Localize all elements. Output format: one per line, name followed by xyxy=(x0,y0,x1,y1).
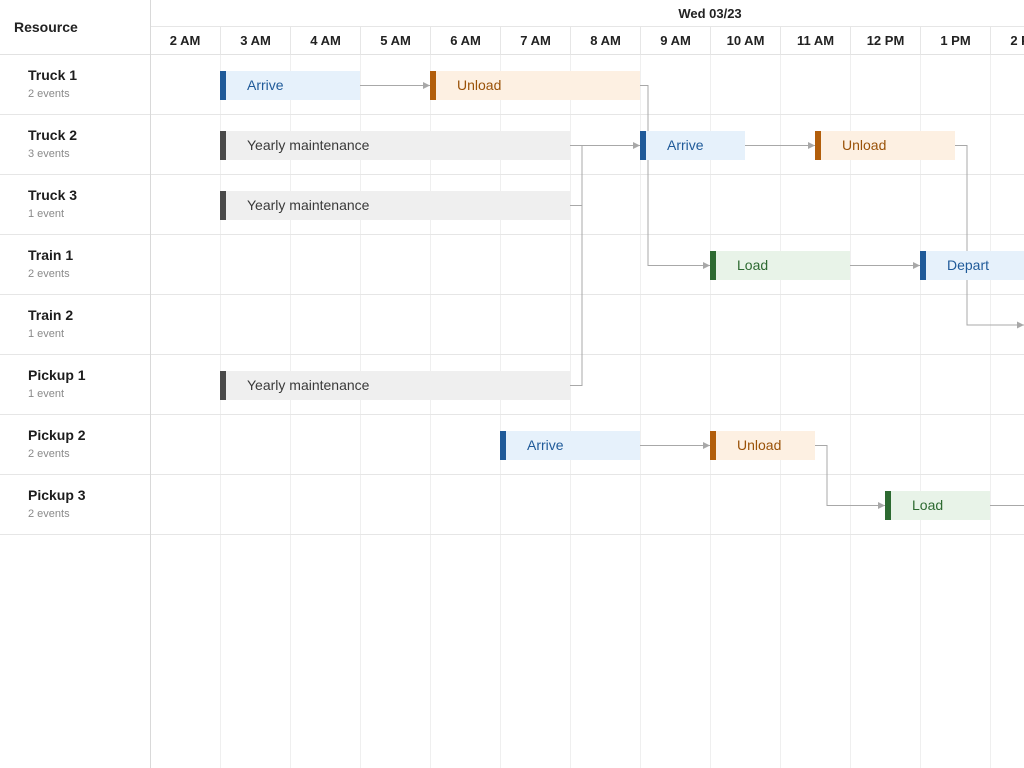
resource-row[interactable]: Truck 2 3 events xyxy=(0,115,150,175)
resource-name: Pickup 1 xyxy=(28,367,86,383)
resource-row[interactable]: Pickup 1 1 event xyxy=(0,355,150,415)
hour-gridline xyxy=(850,55,851,768)
resource-name: Truck 2 xyxy=(28,127,78,143)
resource-column-header[interactable]: Resource xyxy=(0,0,150,55)
hour-gridline xyxy=(920,55,921,768)
hour-label: 4 AM xyxy=(290,27,360,55)
hour-label: 8 AM xyxy=(570,27,640,55)
event-t2-unload[interactable]: Unload xyxy=(815,131,955,160)
row-gridline xyxy=(150,534,1024,535)
hour-gridline xyxy=(500,55,501,768)
hour-gridline xyxy=(990,55,991,768)
event-t1-arrive[interactable]: Arrive xyxy=(220,71,360,100)
hour-label: 1 PM xyxy=(920,27,990,55)
resource-event-count: 3 events xyxy=(28,148,70,160)
resource-name: Train 1 xyxy=(28,247,74,263)
event-tr1-load[interactable]: Load xyxy=(710,251,850,280)
resource-header-label: Resource xyxy=(14,19,78,35)
hour-label: 11 AM xyxy=(780,27,850,55)
resource-event-count: 1 event xyxy=(28,388,65,400)
event-tr1-depart[interactable]: Depart xyxy=(920,251,1024,280)
row-gridline xyxy=(150,294,1024,295)
resource-row[interactable]: Pickup 2 2 events xyxy=(0,415,150,475)
hour-label: 7 AM xyxy=(500,27,570,55)
resource-row[interactable]: Truck 3 1 event xyxy=(0,175,150,235)
dependency-links xyxy=(360,82,1024,509)
row-gridline xyxy=(150,354,1024,355)
event-p2-arrive[interactable]: Arrive xyxy=(500,431,640,460)
resource-name: Truck 3 xyxy=(28,187,78,203)
hour-gridline xyxy=(220,55,221,768)
resource-row[interactable]: Truck 1 2 events xyxy=(0,55,150,115)
hour-gridline xyxy=(640,55,641,768)
event-t2-maint[interactable]: Yearly maintenance xyxy=(220,131,570,160)
hour-gridline xyxy=(290,55,291,768)
resource-name: Train 2 xyxy=(28,307,74,323)
hour-label: 12 PM xyxy=(850,27,920,55)
event-t3-maint[interactable]: Yearly maintenance xyxy=(220,191,570,220)
dependency-link xyxy=(570,145,583,386)
resource-name: Pickup 2 xyxy=(28,427,86,443)
hour-gridline xyxy=(430,55,431,768)
hour-gridline xyxy=(710,55,711,768)
event-t1-unload[interactable]: Unload xyxy=(430,71,640,100)
resource-event-count: 2 events xyxy=(28,268,70,280)
event-p3-load[interactable]: Load xyxy=(885,491,990,520)
resource-event-count: 2 events xyxy=(28,88,70,100)
row-gridline xyxy=(150,474,1024,475)
hour-gridline xyxy=(780,55,781,768)
hour-label: 2 AM xyxy=(150,27,220,55)
resource-event-count: 1 event xyxy=(28,328,65,340)
hour-label: 6 AM xyxy=(430,27,500,55)
hour-gridline xyxy=(360,55,361,768)
row-gridline xyxy=(150,414,1024,415)
row-gridline xyxy=(150,174,1024,175)
hour-label: 10 AM xyxy=(710,27,780,55)
resource-event-count: 2 events xyxy=(28,508,70,520)
hour-label: 9 AM xyxy=(640,27,710,55)
event-t2-arrive[interactable]: Arrive xyxy=(640,131,745,160)
row-gridline xyxy=(150,234,1024,235)
resource-row[interactable]: Train 2 1 event xyxy=(0,295,150,355)
resource-event-count: 2 events xyxy=(28,448,70,460)
hour-label: 3 AM xyxy=(220,27,290,55)
hour-gridline xyxy=(570,55,571,768)
day-label: Wed 03/23 xyxy=(150,0,1024,27)
resource-row[interactable]: Pickup 3 2 events xyxy=(0,475,150,535)
event-p1-maint[interactable]: Yearly maintenance xyxy=(220,371,570,400)
row-gridline xyxy=(150,114,1024,115)
dependency-link xyxy=(570,145,583,206)
hour-label: 5 AM xyxy=(360,27,430,55)
resource-event-count: 1 event xyxy=(28,208,65,220)
resource-row[interactable]: Train 1 2 events xyxy=(0,235,150,295)
resource-name: Pickup 3 xyxy=(28,487,86,503)
hour-label: 2 PM xyxy=(990,27,1024,55)
event-p2-unload[interactable]: Unload xyxy=(710,431,815,460)
dependency-link xyxy=(640,85,710,269)
resource-name: Truck 1 xyxy=(28,67,78,83)
